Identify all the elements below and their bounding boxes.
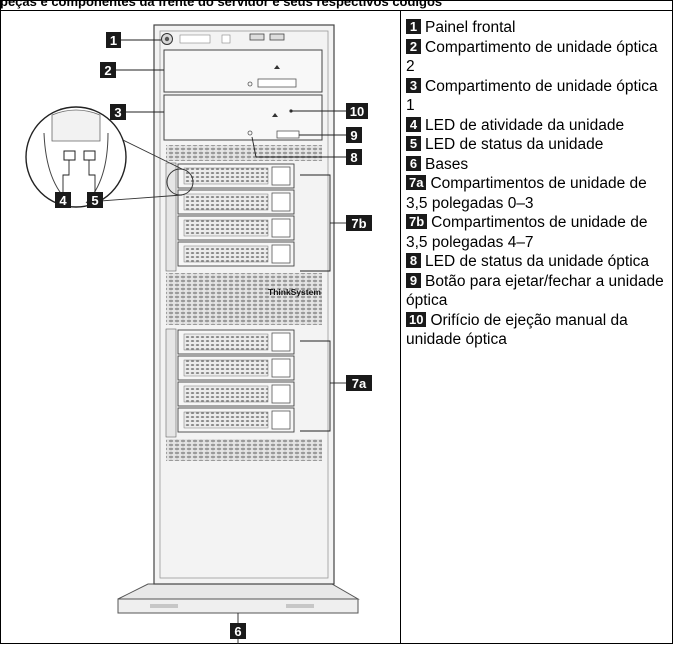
callout-10: 10 <box>350 104 364 119</box>
legend-badge: 10 <box>406 311 427 327</box>
legend-text: Compartimento de unidade óptica 1 <box>406 77 658 115</box>
led-detail-zoom <box>25 106 194 208</box>
brand-logo-text: ThinkSystem <box>268 287 321 297</box>
legend-badge: 4 <box>406 116 421 132</box>
feet <box>117 583 360 614</box>
callout-8: 8 <box>350 150 357 165</box>
column-divider <box>400 10 401 644</box>
optical-bay-1 <box>163 94 323 141</box>
cropped-header-text: peças e componentes da frente do servido… <box>0 0 443 9</box>
callout-2: 2 <box>104 63 111 78</box>
legend-text: Painel frontal <box>425 19 516 36</box>
legend-text: LED de atividade da unidade <box>425 116 625 134</box>
callout-1: 1 <box>110 33 117 48</box>
callout-3: 3 <box>114 105 121 120</box>
legend-text: Bases <box>425 155 469 173</box>
legend-badge: 5 <box>406 136 421 151</box>
header-divider <box>0 10 673 11</box>
server-front-view-figure: ThinkSystem <box>0 11 400 649</box>
lower-vent-mesh <box>166 439 322 461</box>
legend-text: LED de status da unidade óptica <box>425 253 650 270</box>
callout-4: 4 <box>59 193 67 208</box>
legend-badge: 7a <box>406 175 427 190</box>
optical-bay-2 <box>163 49 323 93</box>
legend-badge: 9 <box>406 272 421 288</box>
legend-text: Botão para ejetar/fechar a unidade óptic… <box>406 272 664 310</box>
callout-6: 6 <box>234 624 241 639</box>
legend-badge: 8 <box>406 253 421 268</box>
legend-badge: 6 <box>406 155 421 171</box>
legend-text: Compartimento de unidade óptica 2 <box>406 38 658 76</box>
legend-badge: 2 <box>406 38 421 54</box>
front-panel <box>161 33 285 45</box>
middle-vent-mesh <box>166 273 322 325</box>
upper-vent-mesh <box>166 145 322 161</box>
server-illustration: ThinkSystem <box>25 24 372 649</box>
cropped-header-band: peças e componentes da frente do servido… <box>0 0 673 10</box>
legend-badge: 1 <box>406 19 421 34</box>
legend-badge: 3 <box>406 77 421 93</box>
drive-cage-7a <box>165 328 295 438</box>
legend-text: LED de status da unidade <box>425 136 604 153</box>
callout-9: 9 <box>350 128 357 143</box>
legend-badge: 7b <box>406 214 428 229</box>
callout-7b: 7b <box>351 216 366 231</box>
drive-cage-7b <box>165 162 295 272</box>
legend-item: 5 LED de status da unidade <box>406 135 668 155</box>
callout-5: 5 <box>91 193 98 208</box>
legend-text: Compartimentos de unidade de 3,5 polegad… <box>406 175 647 212</box>
legend-text: Compartimentos de unidade de 3,5 polegad… <box>406 214 648 251</box>
callout-badges: 1 2 3 4 5 6 7a 7b 8 9 10 <box>55 32 372 639</box>
legend-item: 8 LED de status da unidade óptica <box>406 252 668 272</box>
legend-text: Orifício de ejeção manual da unidade ópt… <box>406 311 628 349</box>
callout-7a: 7a <box>352 376 367 391</box>
legend-item: 1 Painel frontal <box>406 18 668 38</box>
